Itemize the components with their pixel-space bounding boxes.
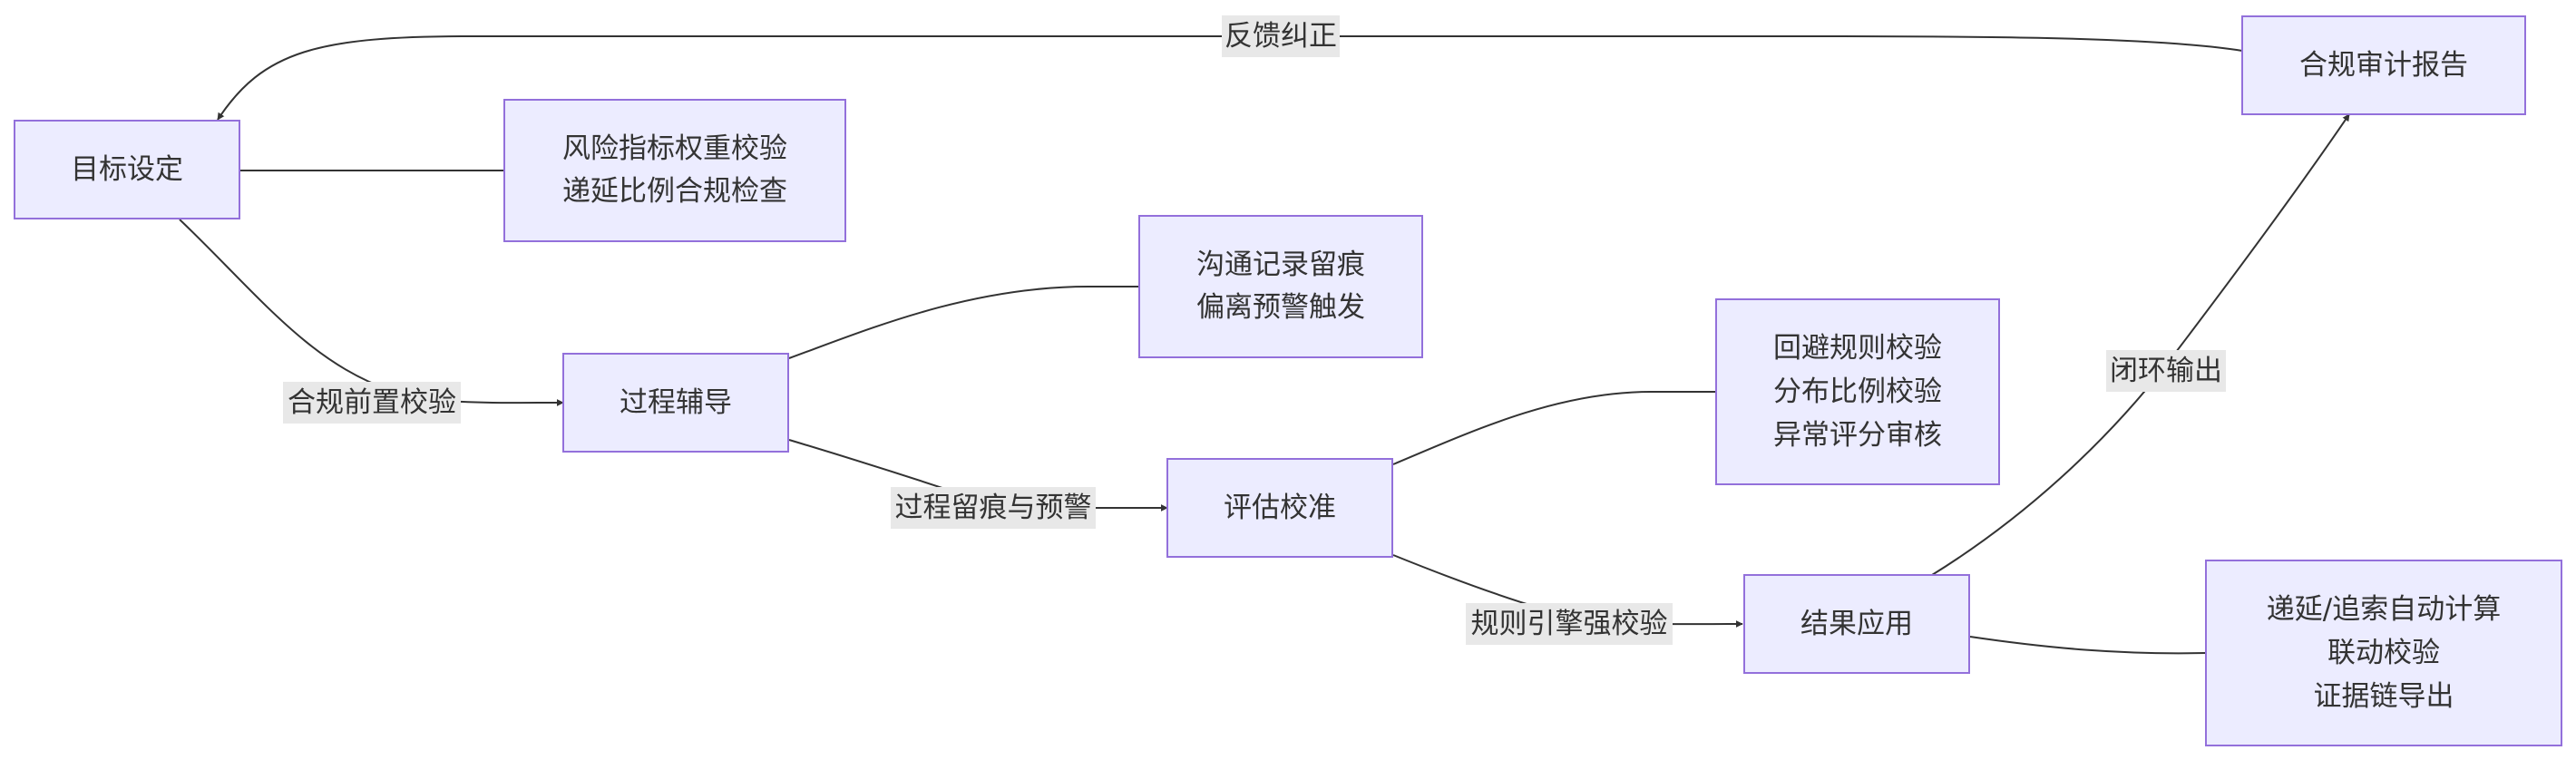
svg-text:目标设定: 目标设定: [71, 153, 183, 186]
node-risk-check[interactable]: 风险指标权重校验 递延比例合规检查: [503, 99, 846, 242]
node-eval-calibration[interactable]: 评估校准: [1166, 458, 1393, 558]
svg-text:过程留痕与预警: 过程留痕与预警: [895, 492, 1092, 524]
node-comm-record[interactable]: 沟通记录留痕 偏离预警触发: [1138, 215, 1423, 358]
svg-text:分布比例校验: 分布比例校验: [1773, 375, 1942, 408]
edge-label-rule-engine: 规则引擎强校验: [1466, 603, 1673, 645]
svg-text:偏离预警触发: 偏离预警触发: [1196, 291, 1365, 324]
edge-label-feedback: 反馈纠正: [1222, 15, 1340, 57]
svg-text:评估校准: 评估校准: [1224, 492, 1336, 524]
svg-text:递延比例合规检查: 递延比例合规检查: [562, 175, 787, 208]
node-goal-setting[interactable]: 目标设定: [14, 120, 240, 219]
svg-text:结果应用: 结果应用: [1800, 608, 1913, 640]
node-rule-check[interactable]: 回避规则校验 分布比例校验 异常评分审核: [1715, 298, 2000, 485]
node-audit-report[interactable]: 合规审计报告: [2241, 15, 2526, 115]
node-process-coaching[interactable]: 过程辅导: [562, 353, 789, 453]
svg-text:合规前置校验: 合规前置校验: [288, 386, 456, 419]
svg-text:规则引擎强校验: 规则引擎强校验: [1471, 608, 1668, 640]
edge-label-trace-warning: 过程留痕与预警: [891, 487, 1096, 529]
edge-eval-to-rule-check: [1392, 391, 1716, 465]
edge-label-precheck: 合规前置校验: [283, 382, 461, 424]
edge-process-to-comm-record: [788, 286, 1139, 359]
svg-text:回避规则校验: 回避规则校验: [1773, 332, 1942, 365]
edge-label-closed-loop: 闭环输出: [2106, 350, 2226, 392]
svg-text:过程辅导: 过程辅导: [620, 386, 732, 419]
svg-text:闭环输出: 闭环输出: [2110, 355, 2222, 387]
svg-text:证据链导出: 证据链导出: [2314, 680, 2454, 713]
edge-result-to-auto-calc: [1969, 636, 2207, 655]
svg-text:联动校验: 联动校验: [2327, 637, 2440, 669]
svg-text:递延/追索自动计算: 递延/追索自动计算: [2267, 593, 2501, 626]
svg-text:风险指标权重校验: 风险指标权重校验: [562, 132, 787, 165]
edge-goal-to-process-coaching: [179, 219, 564, 407]
svg-text:异常评分审核: 异常评分审核: [1773, 419, 1942, 452]
edge-audit-feedback-to-goal: [217, 34, 2243, 121]
node-auto-calc[interactable]: 递延/追索自动计算 联动校验 证据链导出: [2205, 560, 2562, 746]
svg-text:反馈纠正: 反馈纠正: [1225, 20, 1337, 53]
svg-text:合规审计报告: 合规审计报告: [2299, 49, 2468, 82]
node-result-application[interactable]: 结果应用: [1743, 574, 1970, 674]
svg-text:沟通记录留痕: 沟通记录留痕: [1196, 248, 1365, 281]
